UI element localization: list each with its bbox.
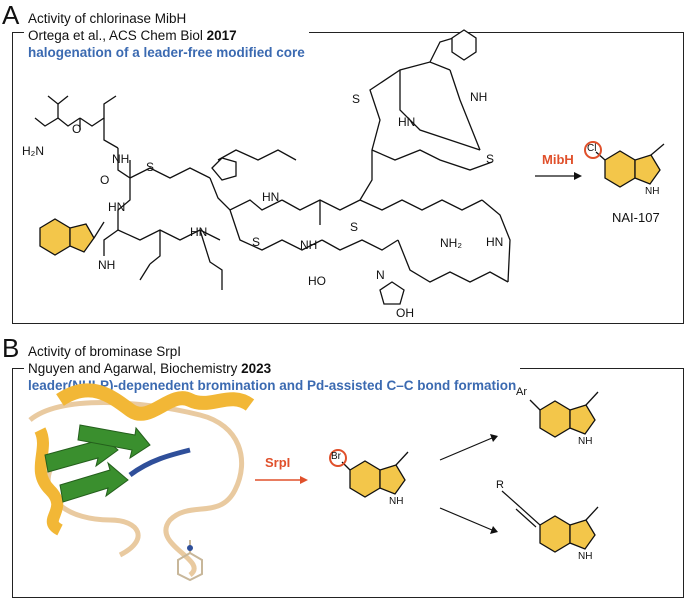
panel-a-title: Activity of chlorinase MibH bbox=[28, 11, 187, 26]
atom-h2n: H₂N bbox=[22, 144, 44, 158]
nai107-nh-label: NH bbox=[645, 186, 660, 197]
atom-s-5: S bbox=[486, 152, 495, 166]
panel-a-letter: A bbox=[2, 0, 20, 30]
atom-s-2: S bbox=[252, 235, 261, 249]
panel-a-reference: Ortega et al., ACS Chem Biol 2017 bbox=[28, 28, 237, 43]
panel-a-caption: Activity of chlorinase MibH Ortega et al… bbox=[24, 10, 309, 61]
atom-o-1: O bbox=[72, 122, 82, 136]
atom-nh-2: NH bbox=[98, 258, 116, 272]
srpi-enzyme-label: SrpI bbox=[265, 455, 291, 470]
bromo-indole-nh-label: NH bbox=[389, 496, 404, 507]
atom-nh-4: NH bbox=[470, 90, 488, 104]
atom-nh-3: NH bbox=[300, 238, 318, 252]
atom-n-1: N bbox=[376, 268, 385, 282]
atom-hn-2: HN bbox=[190, 225, 208, 239]
nai107-name: NAI-107 bbox=[612, 210, 660, 225]
atom-oh-1: OH bbox=[396, 306, 414, 320]
panel-b-title: Activity of brominase SrpI bbox=[28, 344, 182, 359]
bromo-indole-br-label: Br bbox=[331, 451, 341, 462]
panel-a-subtitle: halogenation of a leader-free modified c… bbox=[28, 45, 305, 60]
atom-s-3: S bbox=[350, 220, 359, 234]
panel-b-caption: Activity of brominase SrpI Nguyen and Ag… bbox=[24, 343, 521, 394]
alkyne-indole-nh-label: NH bbox=[578, 551, 593, 562]
atom-nh-1: NH bbox=[112, 152, 130, 166]
atom-nh2: NH₂ bbox=[440, 236, 462, 250]
atom-hn-3: HN bbox=[262, 190, 280, 204]
atom-hn-5: HN bbox=[486, 235, 504, 249]
aryl-label: Ar bbox=[516, 386, 527, 398]
atom-o-2: O bbox=[100, 173, 110, 187]
aryl-indole-nh-label: NH bbox=[578, 436, 593, 447]
atom-ho-1: HO bbox=[308, 274, 326, 288]
atom-hn-4: HN bbox=[398, 115, 416, 129]
panel-a-frame bbox=[12, 32, 684, 324]
nai107-cl-label: Cl bbox=[587, 143, 597, 154]
mibh-enzyme-label: MibH bbox=[542, 152, 574, 167]
atom-s-4: S bbox=[352, 92, 361, 106]
panel-b-subtitle: leader(NHLP)-depenedent bromination and … bbox=[28, 378, 517, 393]
atom-s-1: S bbox=[146, 160, 155, 174]
panel-b-letter: B bbox=[2, 333, 20, 363]
atom-hn-1: HN bbox=[108, 200, 126, 214]
panel-b-reference: Nguyen and Agarwal, Biochemistry 2023 bbox=[28, 361, 272, 376]
alkyne-r-label: R bbox=[496, 479, 504, 491]
